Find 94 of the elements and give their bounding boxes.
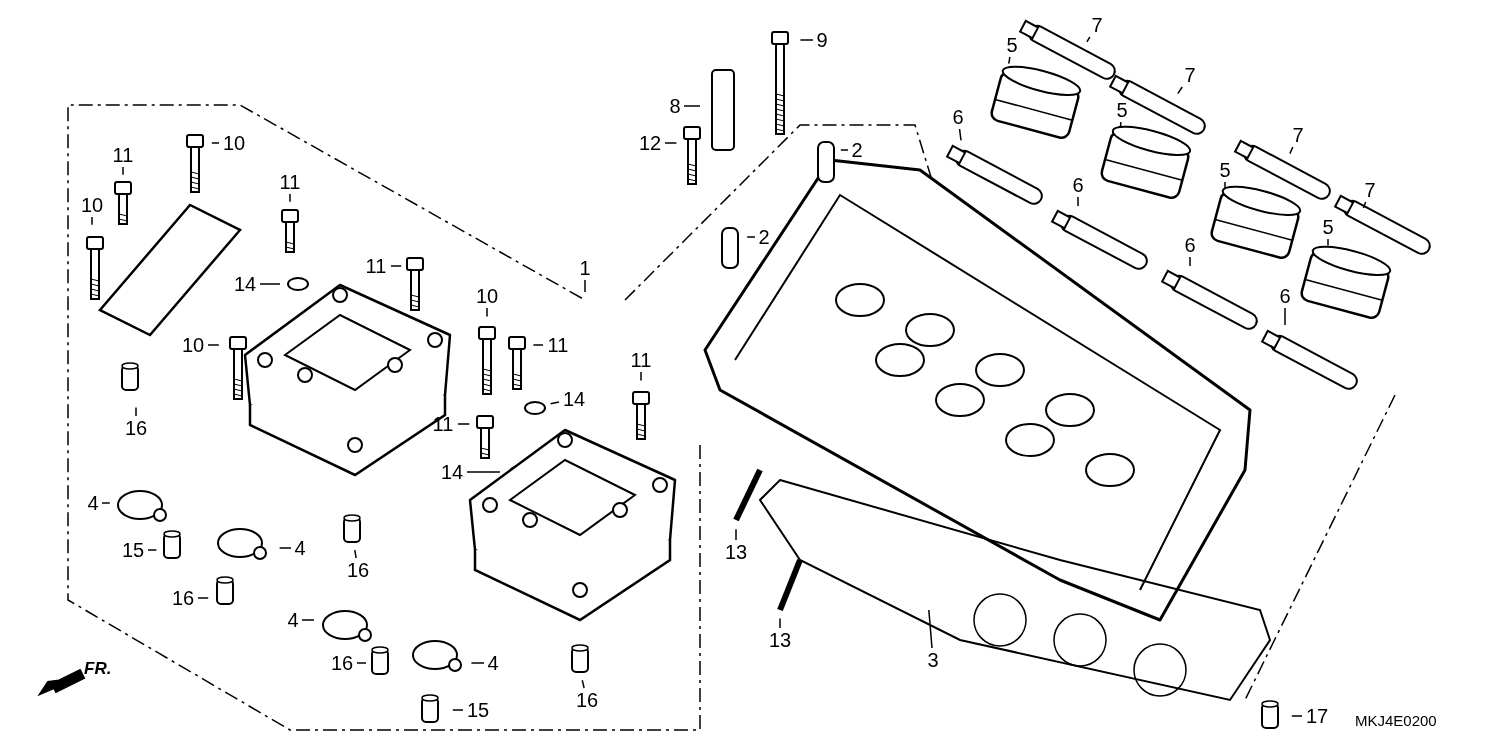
- leader-line: [1189, 256, 1191, 267]
- leader-line: [1086, 36, 1091, 43]
- callout-number: 2: [848, 138, 866, 162]
- leader-line: [457, 423, 471, 425]
- leader-line: [470, 662, 485, 664]
- callout-number: 10: [219, 131, 249, 155]
- leader-line: [799, 39, 814, 41]
- leader-line: [1119, 121, 1122, 129]
- callout-number: 16: [572, 688, 602, 712]
- callout-number: 11: [361, 254, 391, 278]
- leader-line: [735, 528, 737, 541]
- callout-number: 15: [463, 698, 493, 722]
- callout-number: 11: [428, 412, 458, 436]
- callout-number: 8: [666, 94, 684, 118]
- leader-line: [207, 344, 220, 346]
- callout-number: 12: [635, 131, 665, 155]
- callout-number: 10: [178, 333, 208, 357]
- leader-line: [1291, 715, 1303, 717]
- callout-number: 6: [1069, 173, 1087, 197]
- callout-number: 16: [327, 651, 357, 675]
- callout-number: 5: [1113, 98, 1131, 122]
- leader-line: [958, 128, 962, 142]
- leader-line: [356, 662, 367, 664]
- callout-number: 4: [291, 536, 309, 560]
- callout-number: 16: [343, 558, 373, 582]
- callout-number: 7: [1088, 13, 1106, 37]
- callout-number: 10: [472, 284, 502, 308]
- leader-line: [584, 279, 586, 293]
- leader-line: [928, 609, 933, 649]
- leader-line: [197, 597, 209, 599]
- leader-line: [840, 149, 849, 151]
- leader-line: [1008, 56, 1011, 65]
- callout-number: 9: [813, 28, 831, 52]
- callout-number: 5: [1216, 158, 1234, 182]
- leader-line: [1177, 86, 1183, 95]
- callout-number: 7: [1361, 178, 1379, 202]
- leader-line: [532, 344, 544, 346]
- callout-number: 5: [1003, 33, 1021, 57]
- leader-line: [581, 679, 585, 689]
- front-direction-label: FR.: [84, 658, 112, 680]
- callout-number: 2: [755, 225, 773, 249]
- leader-line: [289, 193, 291, 203]
- leader-line: [390, 265, 402, 267]
- leader-line: [122, 166, 124, 176]
- leader-line: [1284, 307, 1286, 326]
- callout-number: 4: [84, 491, 102, 515]
- callout-number: 11: [275, 170, 305, 194]
- leader-line: [1362, 201, 1367, 209]
- leader-line: [101, 502, 111, 504]
- callout-number: 6: [1181, 233, 1199, 257]
- leader-line: [1224, 181, 1226, 189]
- leader-line: [259, 283, 281, 285]
- callout-number: 17: [1302, 704, 1332, 728]
- callout-number: 14: [230, 272, 260, 296]
- leader-line: [278, 547, 292, 549]
- leader-line: [135, 406, 137, 417]
- leader-line: [640, 371, 642, 382]
- callout-number: 6: [949, 105, 967, 129]
- leader-line: [1289, 146, 1294, 155]
- leader-line: [354, 549, 357, 559]
- leader-line: [211, 142, 220, 144]
- callout-number: 10: [77, 193, 107, 217]
- diagram-code: MKJ4E0200: [1355, 711, 1437, 731]
- callout-number: 13: [765, 628, 795, 652]
- leader-line: [1327, 238, 1329, 247]
- leader-line: [664, 142, 678, 144]
- callout-number: 15: [118, 538, 148, 562]
- leader-line: [452, 709, 464, 711]
- callout-number: 14: [437, 460, 467, 484]
- leader-line: [466, 471, 501, 473]
- leader-line: [549, 401, 560, 405]
- callout-number: 7: [1289, 123, 1307, 147]
- leader-line: [301, 619, 315, 621]
- leader-line: [746, 236, 756, 238]
- callout-number: 16: [121, 416, 151, 440]
- leader-line: [683, 105, 701, 107]
- callout-number: 16: [168, 586, 198, 610]
- callout-number: 5: [1319, 215, 1337, 239]
- callout-number: 11: [626, 348, 656, 372]
- leader-line: [147, 549, 158, 551]
- callout-number: 6: [1276, 284, 1294, 308]
- callout-number: 13: [721, 540, 751, 564]
- callout-number: 7: [1181, 63, 1199, 87]
- callout-number: 14: [559, 387, 589, 411]
- callout-number: 11: [543, 333, 573, 357]
- callout-number: 1: [576, 256, 594, 280]
- leader-line: [779, 617, 781, 629]
- callout-number: 4: [484, 651, 502, 675]
- callout-number: 3: [924, 648, 942, 672]
- callout-number: 4: [284, 608, 302, 632]
- leader-line: [1077, 196, 1079, 207]
- callout-number: 11: [108, 143, 138, 167]
- leader-line: [91, 216, 93, 226]
- leader-line: [486, 307, 488, 318]
